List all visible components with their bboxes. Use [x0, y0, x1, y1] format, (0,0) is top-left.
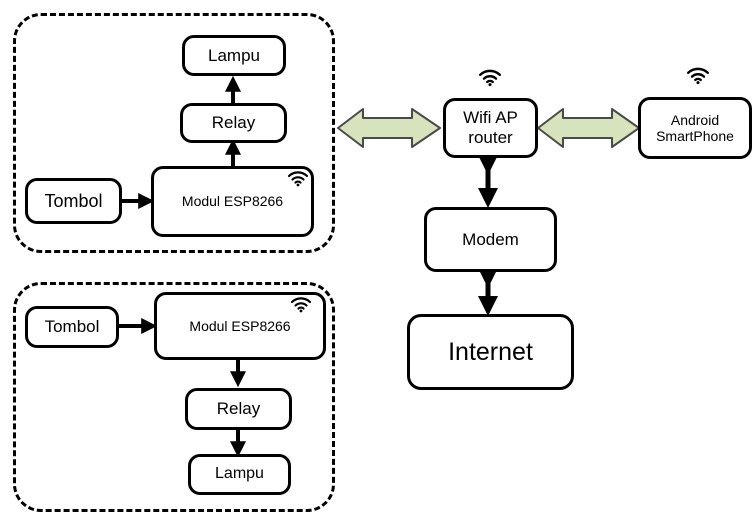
relay-label-top: Relay: [211, 113, 256, 133]
lampu-node-top: Lampu: [182, 35, 286, 76]
lampu-node-bottom: Lampu: [188, 454, 291, 495]
android-label-line1: Android: [670, 111, 720, 128]
internet-label: Internet: [448, 337, 533, 366]
esp8266-module-top: Modul ESP8266: [151, 166, 314, 237]
tombol-node-bottom: Tombol: [25, 306, 119, 348]
router-label-line1: Wifi AP: [463, 108, 518, 128]
tombol-label-top: Tombol: [44, 190, 103, 211]
wifi-icon: [686, 67, 710, 85]
wifi-icon: [478, 69, 502, 87]
lampu-label-bottom: Lampu: [215, 465, 264, 483]
wifi-ap-router-node: Wifi AP router: [443, 98, 538, 158]
bottom-node-group: [13, 282, 335, 512]
relay-node-bottom: Relay: [185, 388, 292, 430]
tombol-label-bottom: Tombol: [44, 317, 100, 337]
relay-label-bottom: Relay: [216, 399, 261, 419]
internet-node: Internet: [407, 314, 574, 390]
wifi-icon: [287, 171, 309, 187]
esp8266-label-bottom: Modul ESP8266: [189, 317, 291, 334]
bidirectional-arrow-esp-router: [337, 108, 441, 148]
android-smartphone-node: Android SmartPhone: [638, 97, 752, 159]
router-label-line2: router: [468, 128, 513, 147]
tombol-node-top: Tombol: [25, 178, 122, 224]
lampu-label-top: Lampu: [208, 45, 260, 65]
modem-node: Modem: [424, 207, 557, 272]
bidirectional-arrow-router-android: [537, 108, 640, 148]
android-label-line2: SmartPhone: [656, 128, 734, 144]
wifi-icon: [290, 297, 312, 313]
relay-node-top: Relay: [180, 103, 287, 143]
modem-label: Modem: [462, 229, 519, 249]
top-node-group: [13, 13, 335, 253]
esp8266-label-top: Modul ESP8266: [181, 193, 284, 210]
